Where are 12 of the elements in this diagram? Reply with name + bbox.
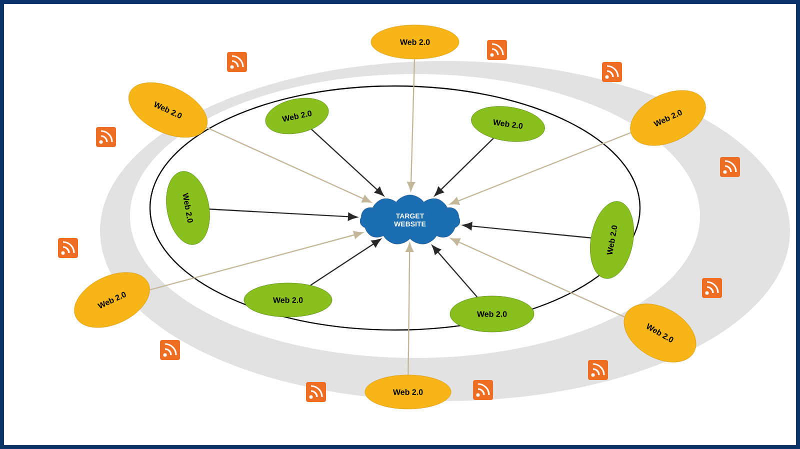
arrow — [406, 242, 414, 375]
arrow — [407, 59, 416, 192]
arrow — [206, 126, 372, 203]
arrow — [150, 231, 363, 290]
arrow — [311, 128, 384, 196]
arrow — [310, 238, 382, 286]
arrow — [434, 138, 494, 196]
arrow — [432, 245, 478, 298]
arrow — [462, 222, 591, 238]
arrow — [450, 132, 631, 205]
arrow — [450, 238, 625, 318]
arrow — [210, 208, 358, 221]
